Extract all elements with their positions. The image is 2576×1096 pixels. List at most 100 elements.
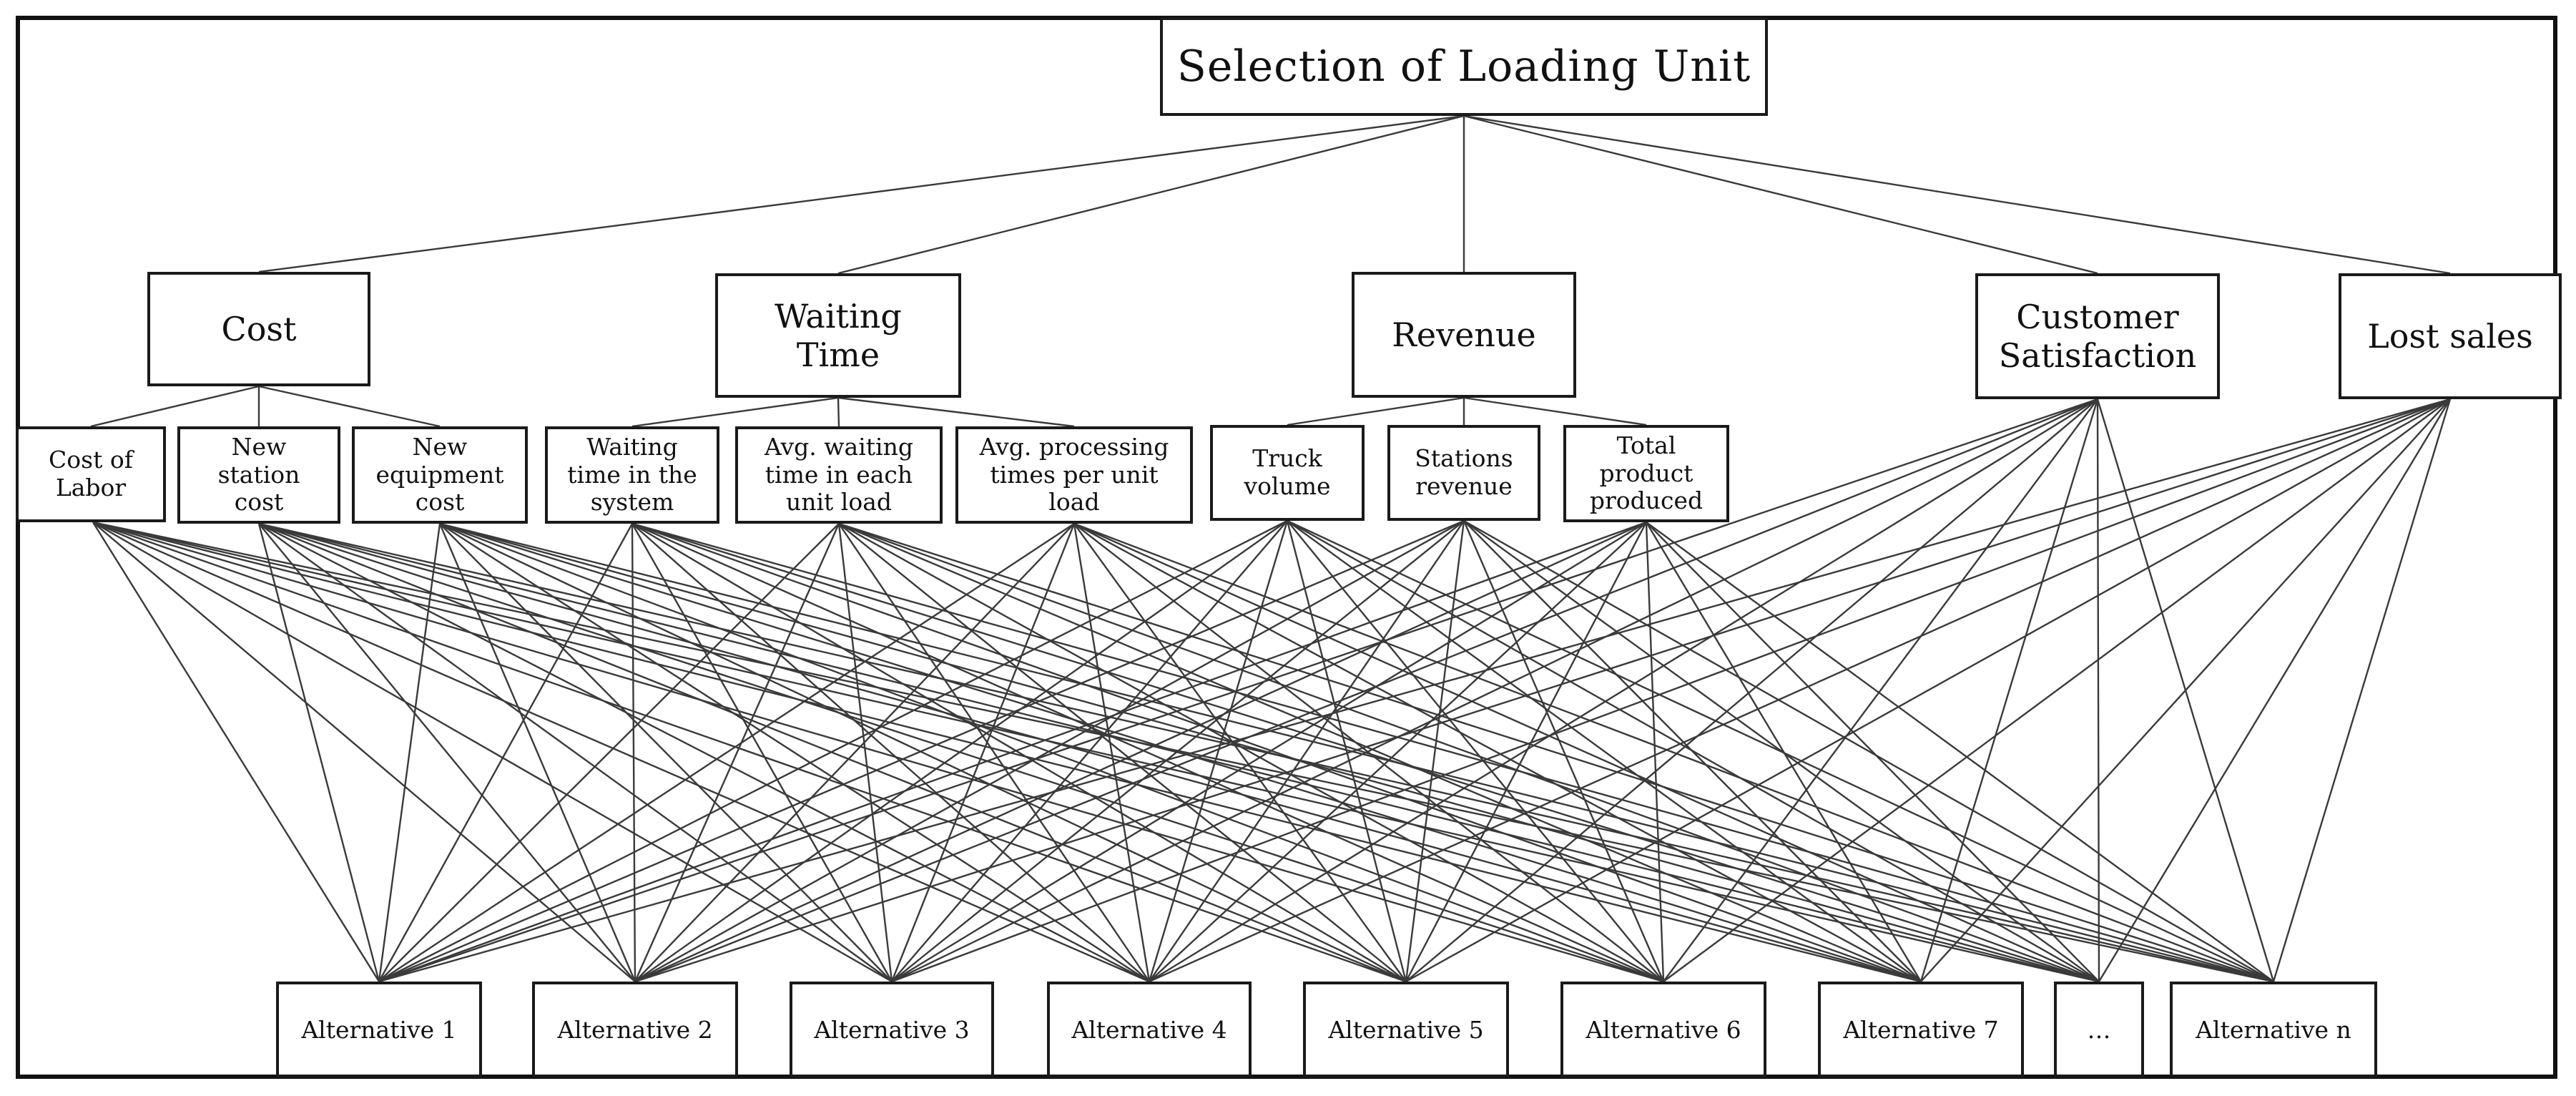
alternative-link-5-7 — [1073, 522, 2100, 983]
alternative-link-8-5 — [1645, 522, 1665, 982]
alternative-n: Alternative n — [2170, 982, 2377, 1077]
alternative-link-5-2 — [890, 523, 1076, 982]
alternative-link-2-5 — [439, 522, 1664, 983]
subcriterion-new-equipment-cost: New equipment cost — [352, 426, 528, 524]
goal-criterion-link-0 — [258, 114, 1465, 273]
alternative-link-3-8 — [631, 522, 2274, 983]
alternative-link-0-1 — [92, 522, 636, 982]
subcriterion-stations-revenue: Stations revenue — [1387, 425, 1540, 521]
alternative-2: Alternative 2 — [532, 982, 738, 1077]
alternative-link-4-1 — [634, 523, 840, 982]
alternative-link-4-5 — [838, 522, 1664, 983]
alternative-link-4-6 — [838, 522, 1922, 983]
alternative-link-3-1 — [631, 523, 636, 982]
alternative-link-10-2 — [891, 398, 2451, 983]
alternative-link-2-3 — [439, 522, 1150, 983]
alternative-link-3-6 — [631, 522, 1922, 983]
alternative-link-10-7 — [2098, 398, 2452, 982]
alternative-link-0-2 — [92, 521, 893, 983]
alternative-7: Alternative 7 — [1818, 982, 2024, 1077]
alternative-link-9-7 — [2096, 398, 2100, 982]
alternative-link-8-6 — [1645, 522, 1922, 982]
alternative-link-4-4 — [838, 523, 1407, 982]
alternative-link-8-3 — [1149, 522, 1647, 982]
alternative-link-2-0 — [378, 523, 441, 982]
alternative-ellipsis: … — [2054, 982, 2144, 1077]
subcriterion-truck-volume: Truck volume — [1210, 425, 1365, 521]
alternative-link-6-5 — [1287, 520, 1664, 982]
alternative-link-10-3 — [1149, 398, 2451, 983]
alternative-link-7-6 — [1463, 520, 1922, 982]
alternative-link-7-7 — [1463, 520, 2100, 982]
subcriterion-total-product-produced: Total product produced — [1563, 425, 1729, 522]
alternative-link-5-8 — [1073, 522, 2274, 983]
alternative-link-5-0 — [378, 522, 1075, 983]
subcriterion-waiting-time-in-system: Waiting time in the system — [545, 426, 719, 524]
subcriterion-new-station-cost: New station cost — [177, 426, 340, 524]
subcriterion-avg-processing-times: Avg. processing times per unit load — [955, 426, 1193, 524]
alternative-link-6-2 — [891, 520, 1288, 982]
alternative-link-5-6 — [1073, 522, 1922, 983]
criterion-revenue: Revenue — [1352, 272, 1576, 398]
alternative-link-3-0 — [378, 523, 634, 982]
alternative-link-6-6 — [1287, 520, 1922, 982]
alternative-link-8-4 — [1405, 522, 1648, 982]
goal-criterion-link-1 — [837, 114, 1465, 275]
alternative-link-10-4 — [1405, 398, 2451, 983]
alternative-link-0-6 — [92, 521, 1922, 983]
alternative-link-3-4 — [631, 522, 1407, 983]
criterion-sub-link-1-0 — [631, 396, 839, 428]
alternative-link-8-2 — [891, 521, 1647, 983]
alternative-link-0-7 — [92, 521, 2100, 983]
alternative-link-10-0 — [378, 398, 2451, 983]
criterion-sub-link-1-1 — [837, 397, 840, 427]
alternative-link-10-5 — [1663, 398, 2451, 982]
alternative-1: Alternative 1 — [276, 982, 482, 1077]
alternative-link-7-4 — [1405, 520, 1465, 982]
alternative-link-2-6 — [439, 522, 1922, 983]
criterion-customer-satisfaction: Customer Satisfaction — [1975, 273, 2220, 399]
alternative-link-9-4 — [1405, 398, 2098, 982]
criterion-lost-sales: Lost sales — [2339, 273, 2562, 399]
alternative-link-10-6 — [1920, 398, 2451, 982]
alternative-link-2-8 — [439, 522, 2274, 983]
alternative-link-8-7 — [1646, 522, 2100, 982]
alternative-link-4-2 — [837, 523, 893, 982]
alternative-link-9-6 — [1919, 398, 2099, 982]
criterion-sub-link-2-0 — [1287, 396, 1465, 426]
alternative-link-1-5 — [258, 522, 1664, 983]
alternative-link-4-8 — [838, 522, 2274, 983]
criterion-sub-link-0-2 — [258, 385, 441, 428]
alternative-link-7-0 — [378, 519, 1465, 983]
alternative-6: Alternative 6 — [1560, 982, 1766, 1077]
alternative-link-10-1 — [634, 398, 2451, 983]
goal-criterion-link-4 — [1463, 114, 2451, 275]
alternative-link-1-1 — [258, 523, 636, 982]
goal-criterion-link-3 — [1463, 114, 2098, 275]
alternative-link-8-0 — [378, 521, 1647, 983]
alternative-link-1-2 — [258, 523, 893, 982]
alternative-link-2-2 — [439, 523, 893, 982]
subcriterion-cost-of-labor: Cost of Labor — [16, 426, 166, 522]
alternative-link-9-5 — [1663, 398, 2098, 982]
alternative-link-8-8 — [1646, 522, 2274, 982]
criterion-sub-link-1-2 — [837, 396, 1075, 428]
alternative-link-1-6 — [258, 522, 1922, 983]
alternative-link-9-2 — [891, 398, 2098, 983]
alternative-link-2-4 — [439, 522, 1407, 983]
criterion-sub-link-2-2 — [1463, 396, 1647, 426]
alternative-link-5-1 — [634, 523, 1075, 982]
alternative-link-7-2 — [891, 520, 1465, 982]
alternative-link-4-7 — [838, 522, 2100, 983]
alternative-4: Alternative 4 — [1047, 982, 1252, 1077]
alternative-link-6-0 — [378, 519, 1288, 983]
alternative-link-8-1 — [634, 521, 1647, 983]
goal-node: Selection of Loading Unit — [1160, 17, 1768, 116]
alternative-link-9-0 — [378, 398, 2098, 983]
alternative-link-9-1 — [634, 398, 2098, 983]
alternative-3: Alternative 3 — [790, 982, 994, 1077]
criterion-waiting-time: Waiting Time — [715, 273, 961, 398]
subcriterion-avg-waiting-time-unit-load: Avg. waiting time in each unit load — [735, 426, 943, 524]
alternative-link-9-3 — [1149, 398, 2098, 983]
